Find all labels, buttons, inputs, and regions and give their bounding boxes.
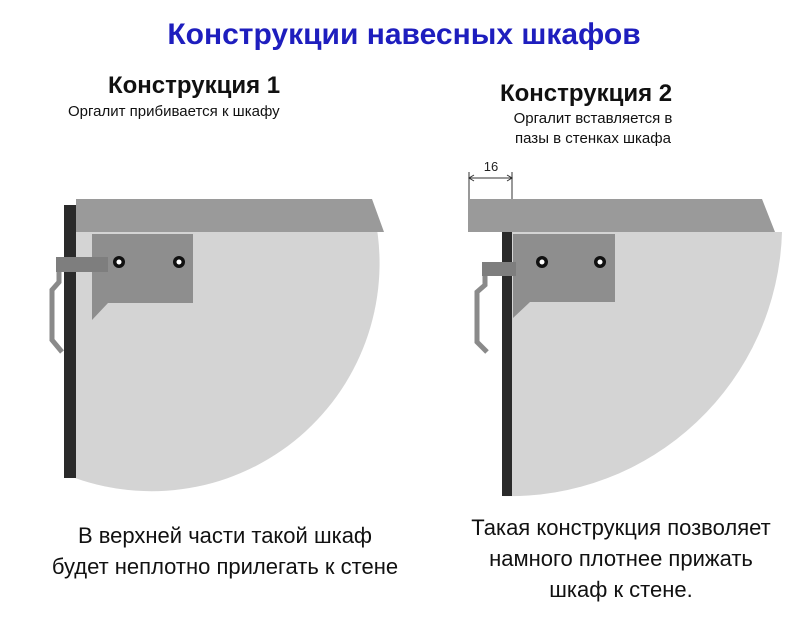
design-2-wall-rail [474, 276, 489, 354]
design-2-top-panel [468, 199, 775, 232]
design-1-caption-line-1: В верхней части такой шкаф [77, 523, 373, 548]
design-2-caption-line-2: намного плотнее прижать [489, 546, 753, 571]
design-2-bracket [513, 234, 615, 318]
design-1-top-panel [76, 199, 384, 232]
design-1-caption-line-2: будет неплотно прилегать к стене [51, 554, 399, 579]
design-2-heading: Конструкция 2 [500, 80, 673, 107]
design-1-wall-rail [49, 272, 64, 354]
design-1-wall-hook [56, 257, 108, 272]
design-2-caption-line-1: Такая конструкция позволяет [471, 515, 771, 540]
design-2-caption-line-3: шкаф к стене. [549, 577, 693, 602]
page-title: Конструкции навесных шкафов [167, 18, 641, 51]
design-2-hardboard [502, 232, 512, 496]
design-2-subtitle-line-2: пазы в стенках шкафа [515, 130, 671, 147]
design-1-heading: Конструкция 1 [108, 72, 281, 99]
design-2-dimension-label: 16 [483, 159, 499, 174]
design-2-diagram [468, 172, 782, 497]
design-1-bracket [92, 234, 193, 320]
design-2-wall-hook [482, 262, 516, 276]
design-2-subtitle-line-1: Оргалит вставляется в [513, 110, 673, 127]
design-1-diagram [49, 199, 384, 492]
design-1-subtitle: Оргалит прибивается к шкафу [68, 103, 280, 120]
design-1-hardboard [64, 205, 76, 478]
design-2-dimension-line [468, 172, 513, 199]
